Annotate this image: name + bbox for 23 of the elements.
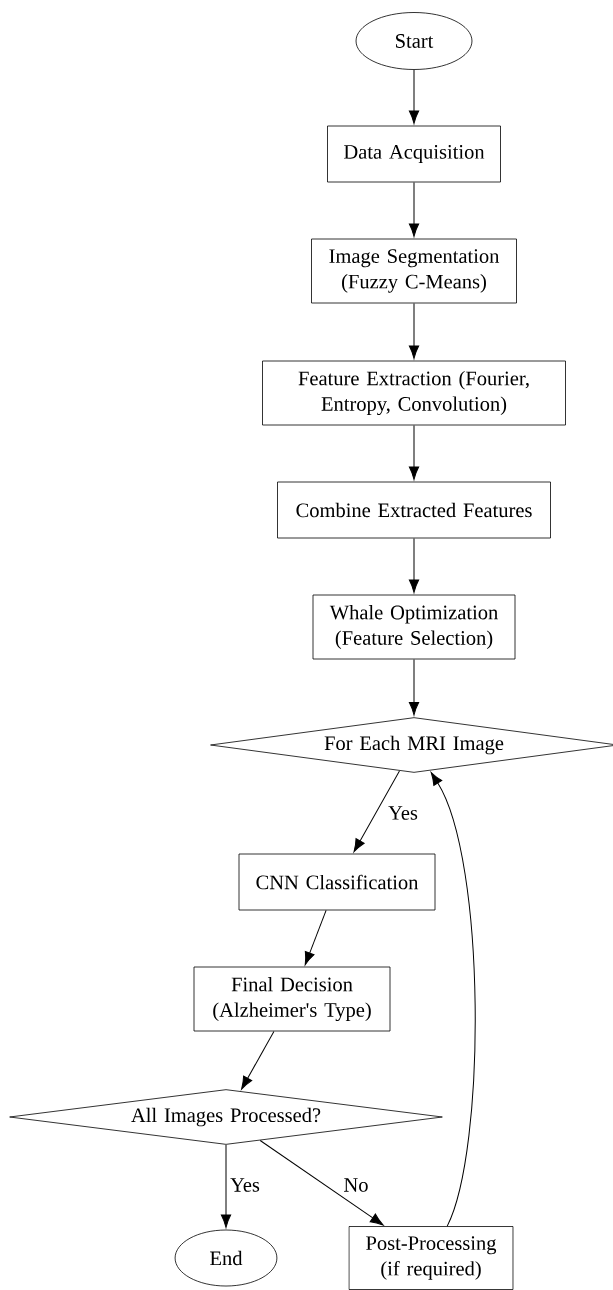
arrow	[259, 1140, 384, 1226]
arrow	[220, 1144, 232, 1228]
arrow	[304, 909, 327, 966]
arrow	[241, 1030, 275, 1090]
process-box: Feature Extraction (Fourier, Entropy, Convolution)	[262, 360, 566, 426]
arrow	[408, 537, 420, 593]
arrow	[408, 658, 420, 716]
edge-label: Yes	[387, 805, 419, 821]
process-box: CNN Classification	[238, 853, 436, 911]
arrow	[353, 770, 400, 853]
process-box: Combine Extracted Features	[277, 481, 551, 539]
process-box: Data Acquisition	[327, 125, 501, 183]
process-box: Whale Optimization (Feature Selection)	[312, 594, 516, 660]
arrow	[430, 772, 476, 1227]
arrow	[408, 181, 420, 237]
process-box: Image Segmentation (Fuzzy C-Means)	[311, 238, 517, 304]
edge-label: No	[342, 1177, 370, 1193]
process-box: Post-Processing (if required)	[348, 1226, 514, 1290]
arrow	[408, 69, 420, 124]
process-box: Final Decision (Alzheimer's Type)	[193, 966, 391, 1032]
arrow	[408, 302, 420, 359]
arrow	[408, 424, 420, 480]
edge-label: Yes	[229, 1177, 261, 1193]
